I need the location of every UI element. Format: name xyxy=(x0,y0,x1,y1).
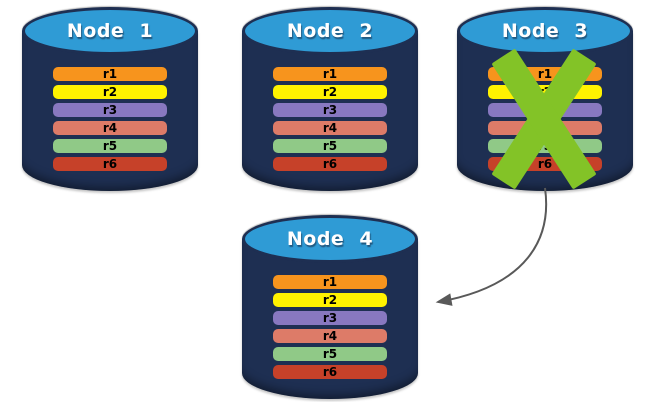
row-label: r5 xyxy=(102,139,118,153)
row-label: r4 xyxy=(102,121,118,135)
node-1-row-r1: r1 xyxy=(53,67,167,81)
row-label: r2 xyxy=(322,293,338,307)
row-label: r4 xyxy=(322,329,338,343)
node-2-rows: r1 r2 r3 r4 r5 r6 xyxy=(273,67,387,175)
node-2-row-r2: r2 xyxy=(273,85,387,99)
node-3-title: Node 3 xyxy=(501,20,589,42)
node-2-title: Node 2 xyxy=(286,20,374,42)
row-label: r1 xyxy=(537,67,553,81)
node-4: Node 4 r1 r2 r3 r4 r5 r6 xyxy=(242,215,418,399)
row-label: r1 xyxy=(102,67,118,81)
node-1-row-r4: r4 xyxy=(53,121,167,135)
row-label: r6 xyxy=(102,157,118,171)
node-1-row-r5: r5 xyxy=(53,139,167,153)
row-label: r3 xyxy=(102,103,118,117)
node-2-row-r3: r3 xyxy=(273,103,387,117)
failover-arrow-path xyxy=(435,187,548,306)
row-label: r2 xyxy=(322,85,338,99)
node-2-row-r6: r6 xyxy=(273,157,387,171)
row-label: r3 xyxy=(322,311,338,325)
node-2-row-r4: r4 xyxy=(273,121,387,135)
node-1: Node 1 r1 r2 r3 r4 r5 r6 xyxy=(22,7,198,191)
node-1-title: Node 1 xyxy=(66,20,154,42)
row-label: r4 xyxy=(322,121,338,135)
node-4-row-r3: r3 xyxy=(273,311,387,325)
node-2-row-r5: r5 xyxy=(273,139,387,153)
row-label: r6 xyxy=(322,365,338,379)
node-1-row-r2: r2 xyxy=(53,85,167,99)
row-label: r3 xyxy=(322,103,338,117)
node-4-cylinder-top: Node 4 xyxy=(242,215,418,263)
node-2: Node 2 r1 r2 r3 r4 r5 r6 xyxy=(242,7,418,191)
node-2-cylinder-top: Node 2 xyxy=(242,7,418,55)
node-1-cylinder-top: Node 1 xyxy=(22,7,198,55)
node-4-row-r1: r1 xyxy=(273,275,387,289)
node-1-row-r3: r3 xyxy=(53,103,167,117)
row-label: r2 xyxy=(102,85,118,99)
row-label: r5 xyxy=(322,139,338,153)
node-4-rows: r1 r2 r3 r4 r5 r6 xyxy=(273,275,387,383)
node-4-row-r6: r6 xyxy=(273,365,387,379)
node-4-row-r4: r4 xyxy=(273,329,387,343)
row-label: r1 xyxy=(322,275,338,289)
failure-x-icon xyxy=(491,48,597,190)
node-4-title: Node 4 xyxy=(286,228,374,250)
row-label: r6 xyxy=(537,157,553,171)
node-1-rows: r1 r2 r3 r4 r5 r6 xyxy=(53,67,167,175)
row-label: r5 xyxy=(322,347,338,361)
node-4-row-r2: r2 xyxy=(273,293,387,307)
row-label: r1 xyxy=(322,67,338,81)
node-3-cylinder-top: Node 3 xyxy=(457,7,633,55)
node-2-row-r1: r1 xyxy=(273,67,387,81)
node-1-row-r6: r6 xyxy=(53,157,167,171)
node-4-row-r5: r5 xyxy=(273,347,387,361)
row-label: r6 xyxy=(322,157,338,171)
